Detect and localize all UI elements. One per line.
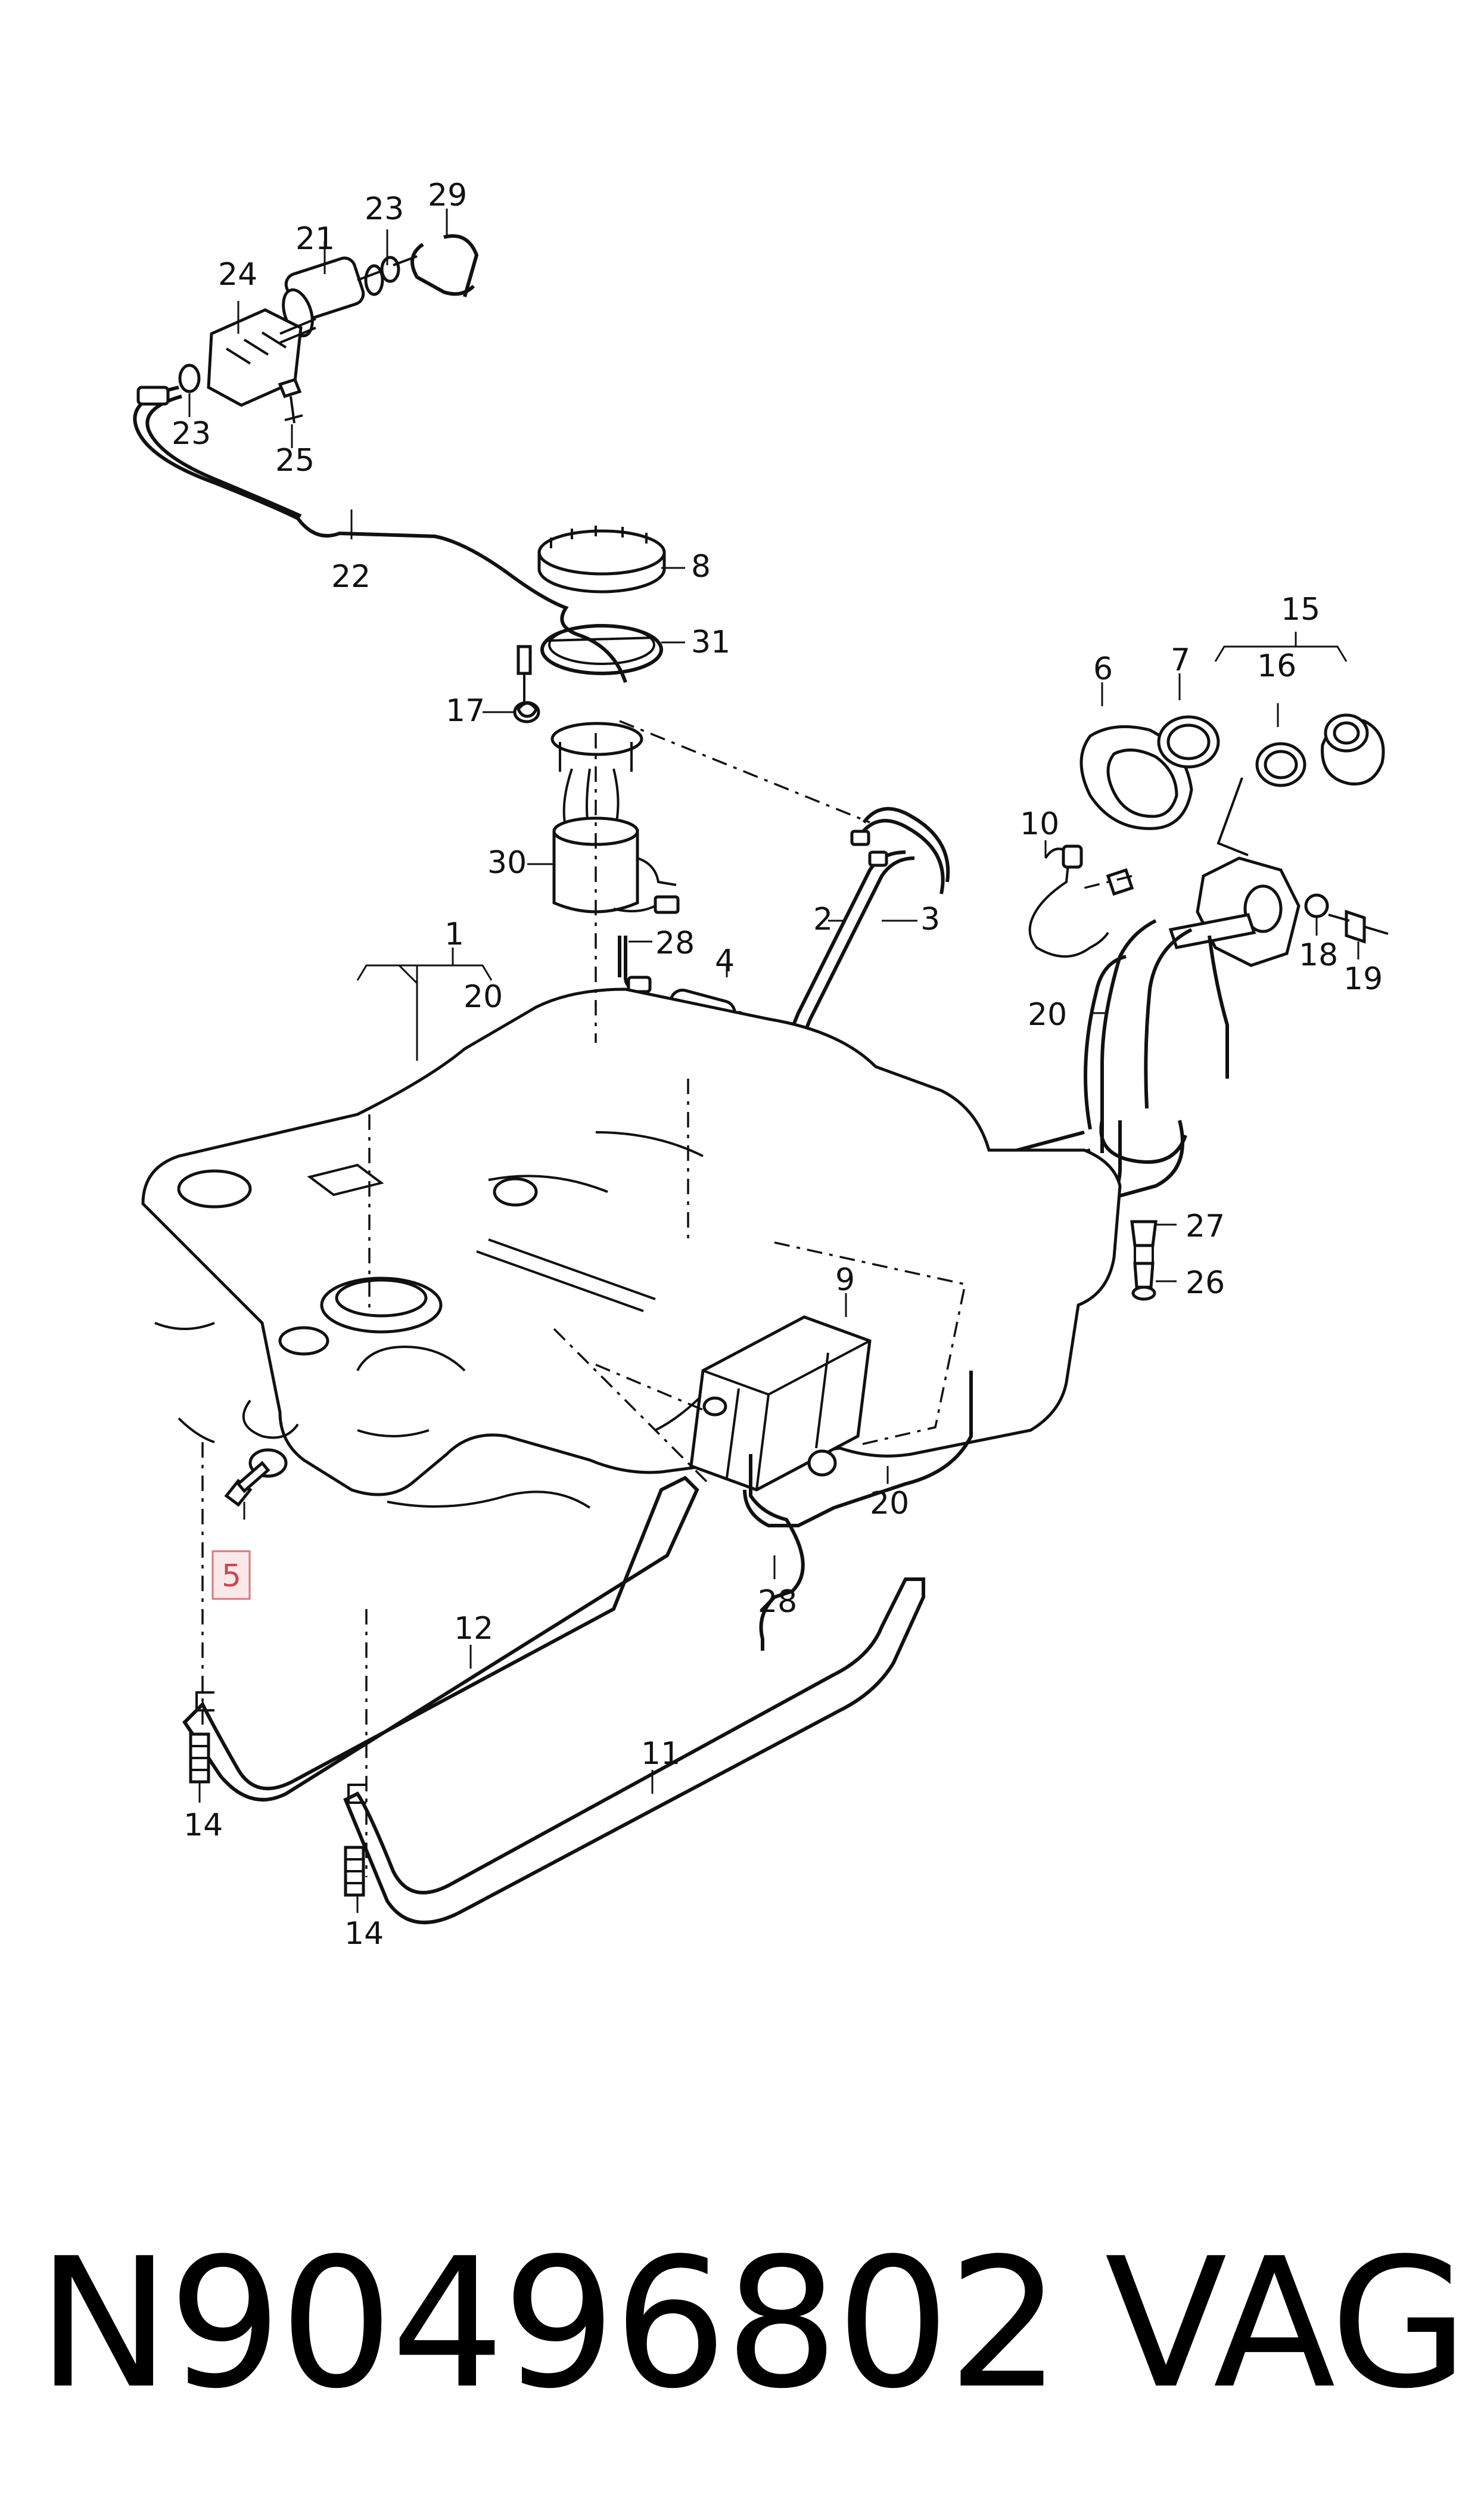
callout-19: 19 <box>1343 961 1383 997</box>
callout-23-left: 23 <box>172 416 211 452</box>
callout-28-bottom: 28 <box>758 1584 797 1620</box>
part-number: N90496802 <box>37 2220 1061 2428</box>
callout-9: 9 <box>835 1262 855 1298</box>
callout-29: 29 <box>428 178 467 213</box>
callout-7: 7 <box>1171 642 1190 678</box>
callout-24: 24 <box>218 257 257 293</box>
callout-16: 16 <box>1257 648 1296 684</box>
callout-10: 10 <box>1020 806 1059 842</box>
callout-14-left: 14 <box>183 1807 223 1843</box>
callout-8: 8 <box>691 549 711 585</box>
callout-25: 25 <box>275 443 315 479</box>
callout-30: 30 <box>487 845 527 881</box>
carbon-canister-9 <box>689 1315 973 1651</box>
callout-6: 6 <box>1093 651 1113 687</box>
callout-18: 18 <box>1299 937 1338 973</box>
callout-2: 2 <box>813 902 833 937</box>
callout-15: 15 <box>1281 592 1320 628</box>
footer: N90496802 VAG <box>0 2217 1484 2431</box>
callout-23-top: 23 <box>365 191 404 227</box>
straps-11-12 <box>182 1476 925 1924</box>
assembly-dash-lines <box>201 720 1133 1877</box>
leader-lines <box>188 209 1359 1913</box>
callout-5-highlighted: 5 <box>222 1558 241 1594</box>
callout-3: 3 <box>920 902 940 937</box>
fuel-tank-1 <box>141 987 1122 1509</box>
callout-1: 1 <box>444 917 464 952</box>
callout-28-top: 28 <box>655 925 695 961</box>
callout-26: 26 <box>1186 1265 1225 1301</box>
fasteners-26-27 <box>1130 1220 1158 1301</box>
callout-12: 12 <box>454 1611 493 1647</box>
callout-labels: 29 23 21 24 23 25 22 8 31 17 30 28 4 2 3… <box>172 178 1383 1952</box>
callout-20-canister: 20 <box>870 1486 909 1521</box>
callout-22: 22 <box>331 559 371 595</box>
part-group-21-29 <box>178 234 479 424</box>
clip-17 <box>517 701 538 718</box>
callout-4: 4 <box>715 943 735 979</box>
callout-11: 11 <box>641 1736 680 1772</box>
callout-31: 31 <box>691 625 730 660</box>
callout-20-neck: 20 <box>1028 997 1067 1033</box>
fuel-pump-assembly <box>537 526 680 914</box>
bolts-14 <box>189 1732 365 1897</box>
brand-label: VAG <box>1105 2220 1469 2428</box>
callout-27: 27 <box>1186 1209 1225 1244</box>
callout-21: 21 <box>295 221 335 257</box>
filler-neck-20 <box>767 844 1389 1271</box>
callout-14-right: 14 <box>344 1916 384 1952</box>
callout-17: 17 <box>446 693 485 729</box>
highlight-box-5 <box>211 1550 251 1600</box>
filler-parts-6-7-15-16 <box>1079 713 1385 856</box>
bolt-5 <box>224 1461 270 1507</box>
callout-20-tank: 20 <box>463 979 503 1015</box>
